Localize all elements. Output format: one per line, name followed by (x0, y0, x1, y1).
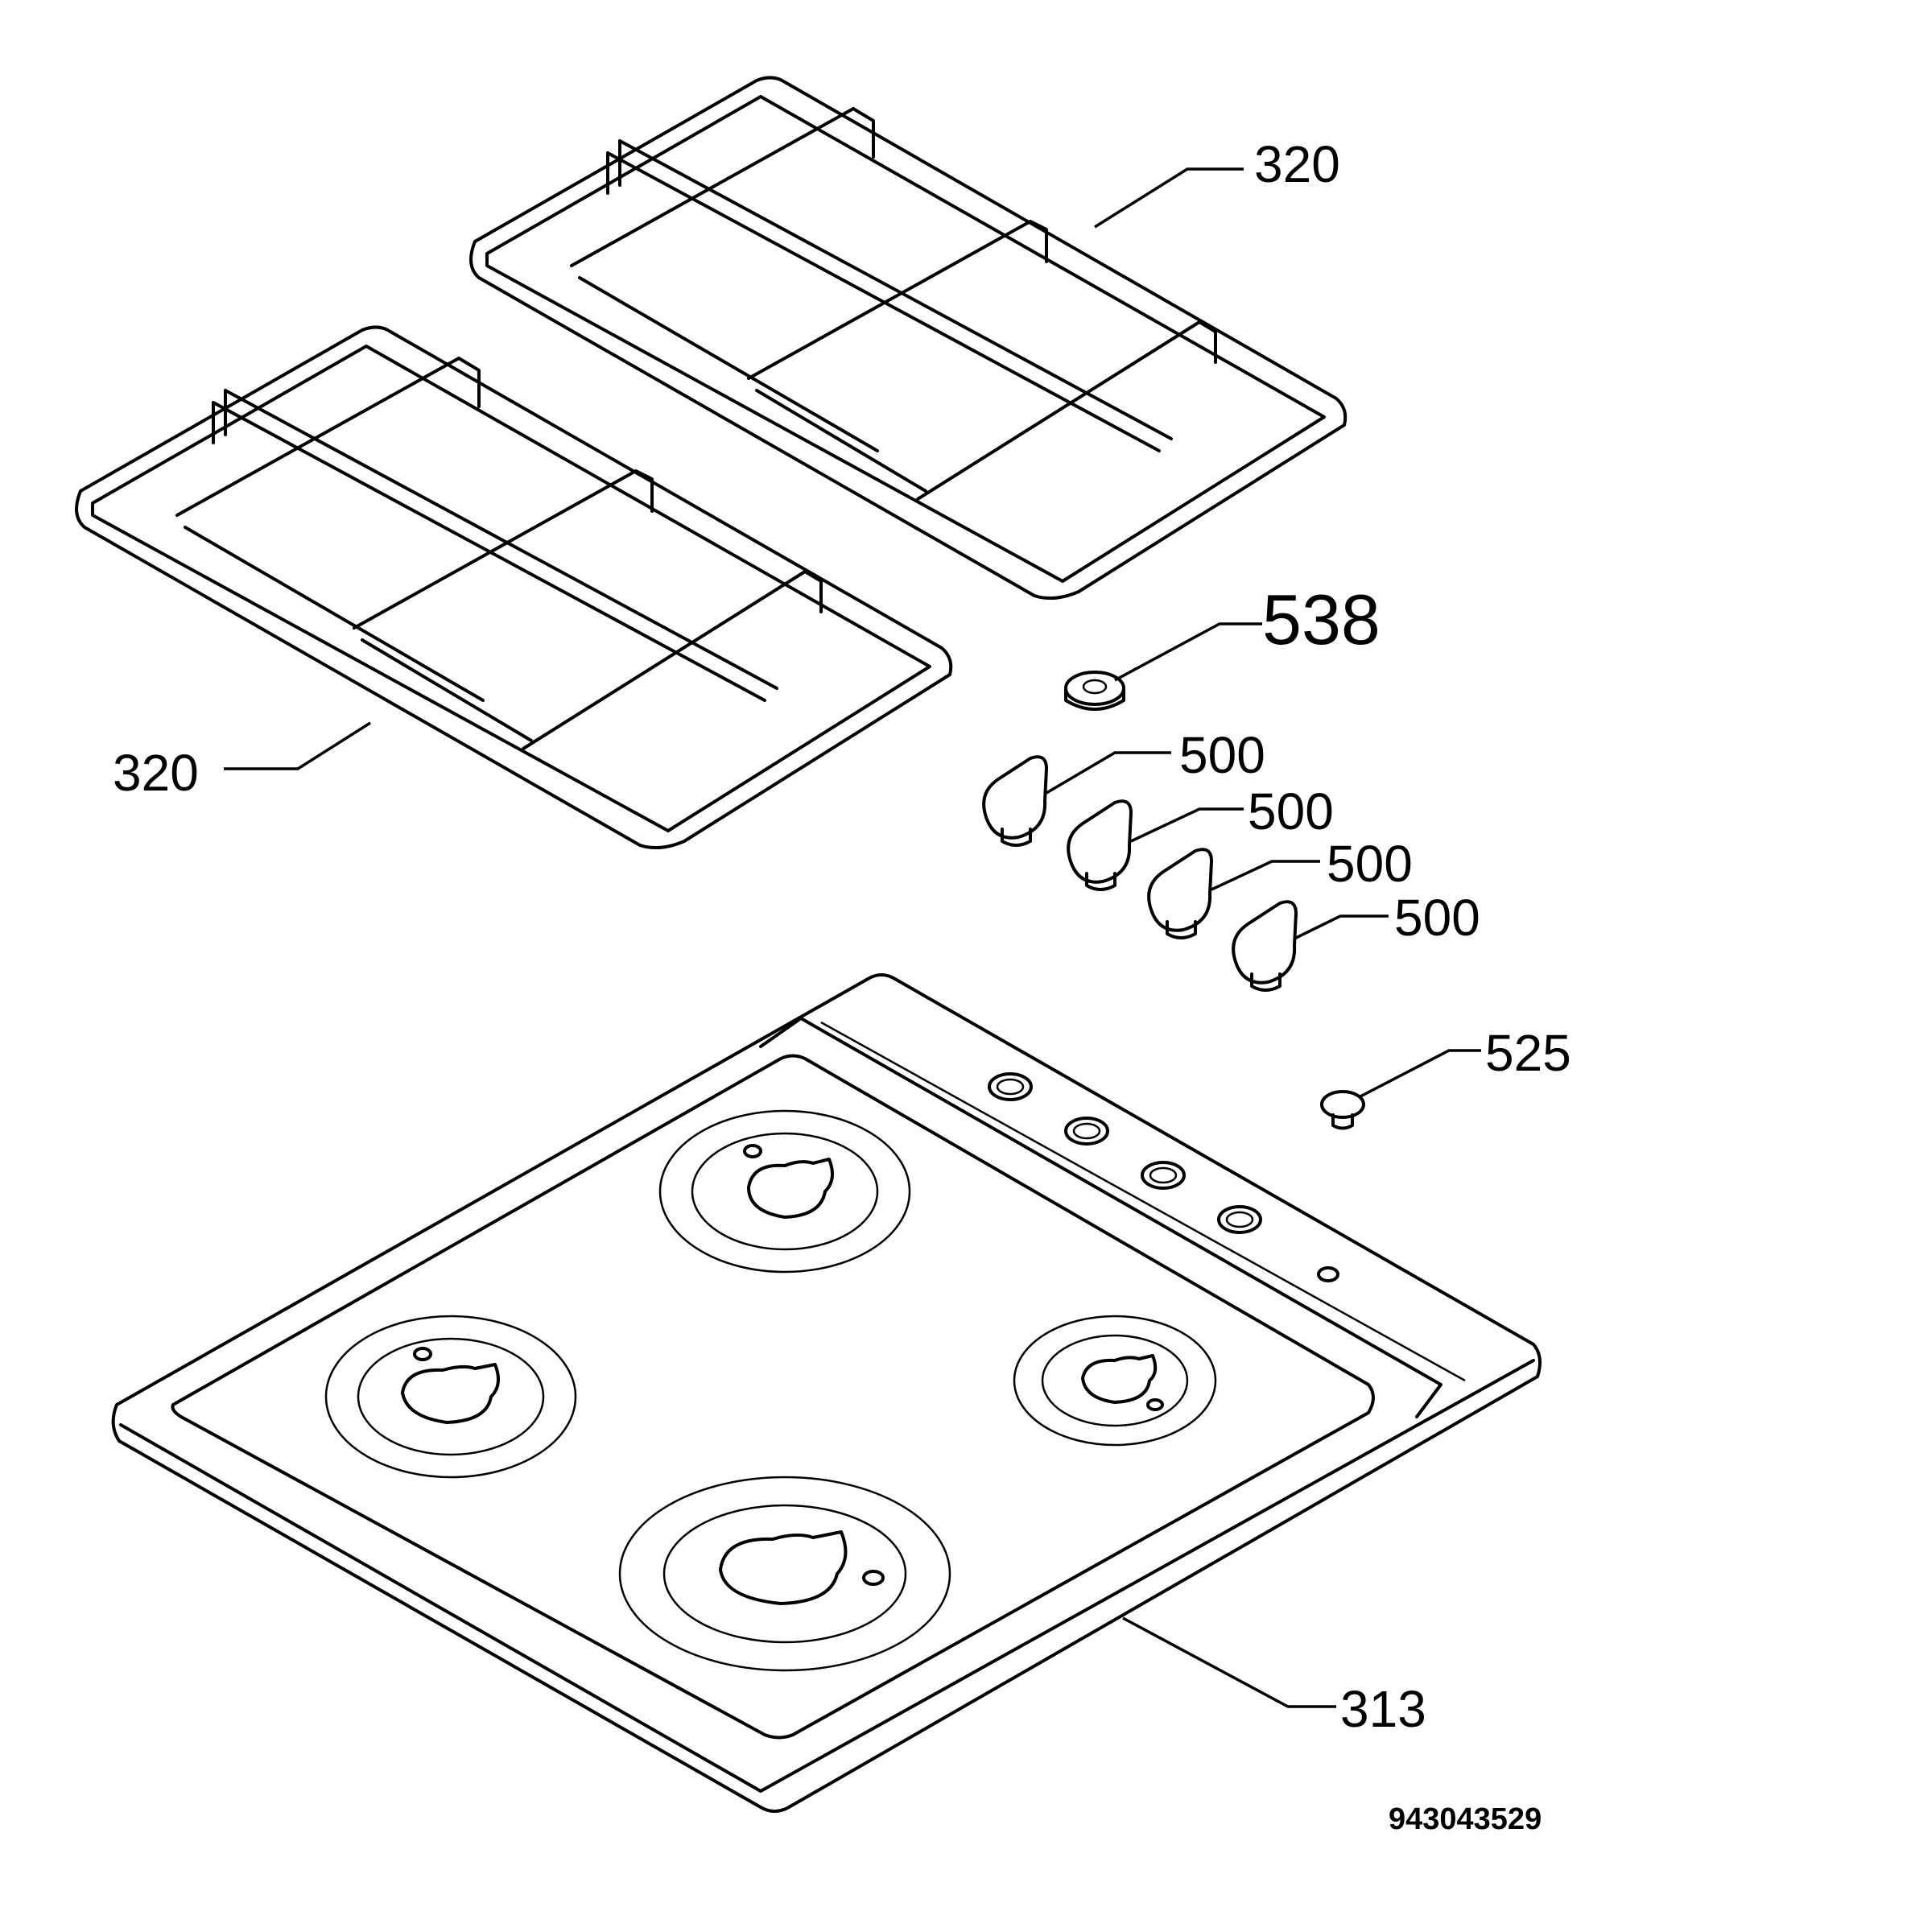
label-320-right: 320 (1254, 135, 1340, 193)
document-number: 943043529 (1389, 1802, 1541, 1836)
control-knob-2 (1067, 799, 1133, 891)
burner-cap-538 (1064, 671, 1125, 711)
leader-500-1 (1046, 751, 1171, 795)
label-313: 313 (1340, 1680, 1426, 1738)
control-knob-4 (1232, 900, 1298, 992)
label-500-3: 500 (1327, 835, 1413, 893)
leader-313 (1122, 1616, 1336, 1708)
label-500-4: 500 (1394, 889, 1480, 947)
leader-500-2 (1130, 807, 1244, 843)
label-525: 525 (1485, 1024, 1571, 1082)
leader-320-left (224, 721, 371, 770)
burner-rear (658, 1109, 911, 1274)
leader-525 (1360, 1049, 1481, 1098)
label-500-2: 500 (1248, 782, 1334, 840)
leader-500-3 (1211, 860, 1320, 891)
label-320-left: 320 (113, 744, 199, 802)
hob-top-plate (111, 973, 1542, 1813)
burner-front (618, 1476, 951, 1672)
control-knob-3 (1147, 848, 1213, 939)
control-knob-1 (982, 755, 1048, 847)
pan-support-right (469, 76, 1348, 601)
label-500-1: 500 (1179, 726, 1265, 784)
leader-500-4 (1295, 914, 1389, 939)
leader-320-right (1094, 167, 1244, 229)
leader-538 (1114, 622, 1262, 682)
label-538: 538 (1262, 580, 1381, 659)
burner-left (324, 1315, 577, 1479)
ignition-button-525 (1320, 1090, 1365, 1130)
burner-right (1013, 1315, 1217, 1447)
pan-support-left (75, 325, 953, 850)
